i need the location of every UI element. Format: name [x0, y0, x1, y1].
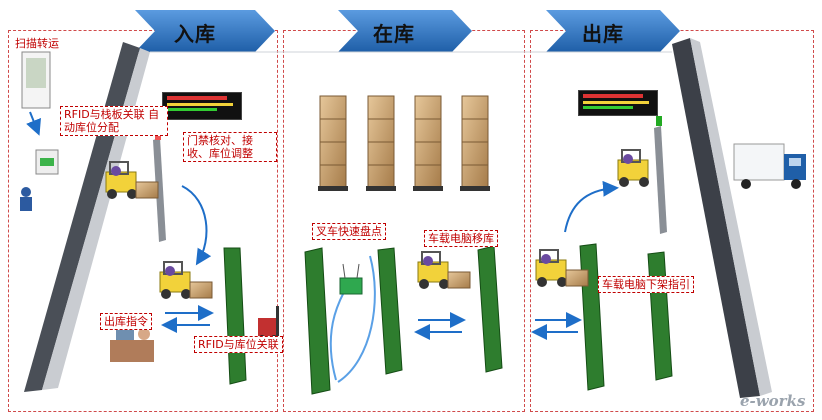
- stage-inbound-label: 入库: [174, 22, 216, 46]
- label-vehicle-pc-guide: 车载电脑下架指引: [598, 276, 694, 293]
- label-gate-check: 门禁核对、接收、库位调整: [183, 132, 277, 162]
- right-wall: [672, 38, 772, 398]
- forklift-1: [105, 161, 159, 199]
- stage-outbound-label: 出库: [582, 22, 624, 46]
- handheld-terminal: [35, 149, 59, 175]
- rfid-gate-outbound: [654, 116, 667, 234]
- forklift-3: [417, 251, 471, 289]
- operator-desk: [110, 326, 154, 362]
- pallet-stacks: [318, 95, 490, 191]
- worker-icon: [20, 187, 32, 211]
- label-outbound-instruction: 出库指令: [100, 313, 152, 330]
- label-forklift-inventory: 叉车快速盘点: [312, 223, 386, 240]
- chevron-inbound: [135, 10, 275, 52]
- rfid-reader: [339, 263, 363, 295]
- flow-arrows: [26, 111, 619, 383]
- forklift-2: [159, 261, 213, 299]
- label-scan-transfer: 扫描转运: [15, 37, 59, 50]
- label-rfid-location: RFID与库位关联: [194, 336, 283, 353]
- scanner-device: [21, 51, 51, 109]
- forklift-4: [535, 249, 589, 287]
- led-board-inbound: [162, 92, 242, 120]
- label-rfid-pallet: RFID与栈板关联 自动库位分配: [60, 106, 168, 136]
- watermark-logo: e-works: [740, 392, 806, 410]
- forklift-5: [617, 149, 649, 187]
- truck: [733, 143, 806, 189]
- chevron-instock: [338, 10, 472, 52]
- chevron-outbound: [546, 10, 680, 52]
- led-board-outbound: [578, 90, 658, 116]
- inbound-zone: [8, 30, 278, 412]
- label-vehicle-pc-move: 车载电脑移库: [424, 230, 498, 247]
- stage-instock-label: 在库: [373, 22, 415, 46]
